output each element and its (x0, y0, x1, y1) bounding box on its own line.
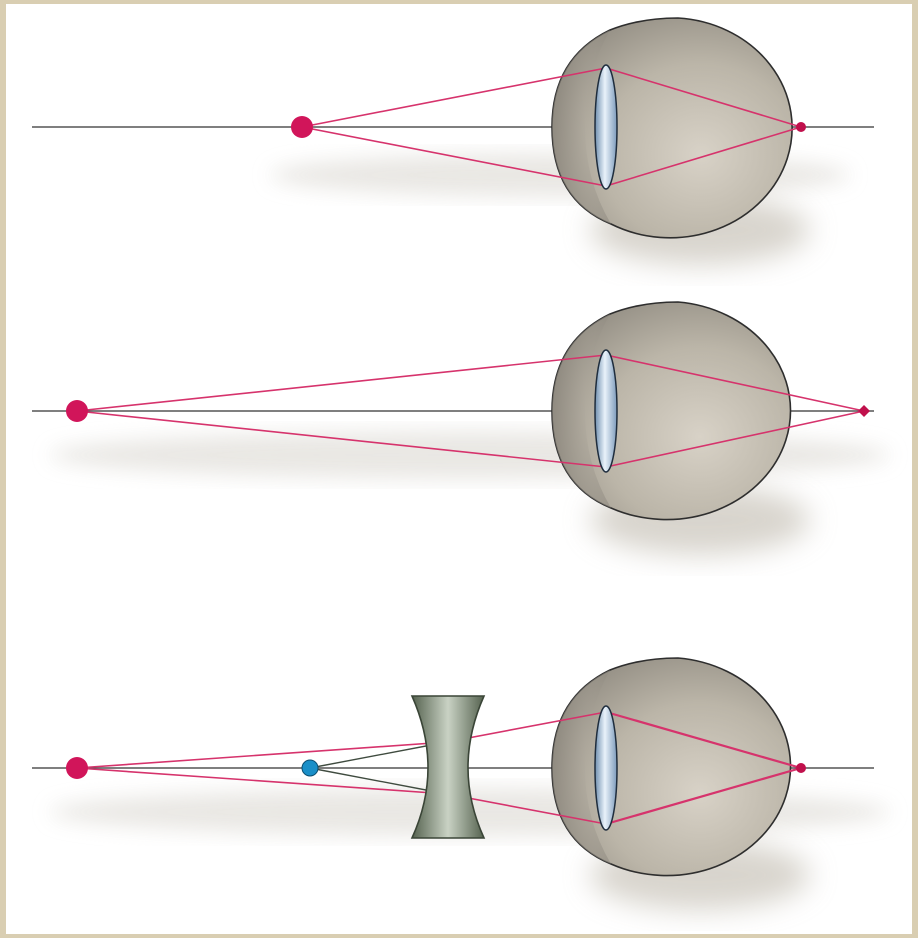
eye-lens (595, 350, 617, 472)
object-point (66, 757, 88, 779)
eyeball (552, 302, 791, 520)
virtual-image-point (302, 760, 318, 776)
eye-lens (595, 65, 617, 189)
eyeball (552, 658, 791, 876)
eye-lens (595, 706, 617, 830)
object-point (66, 400, 88, 422)
object-point (291, 116, 313, 138)
retina-image-point (796, 763, 806, 773)
retina-image-point (796, 122, 806, 132)
eyeball (552, 18, 792, 238)
